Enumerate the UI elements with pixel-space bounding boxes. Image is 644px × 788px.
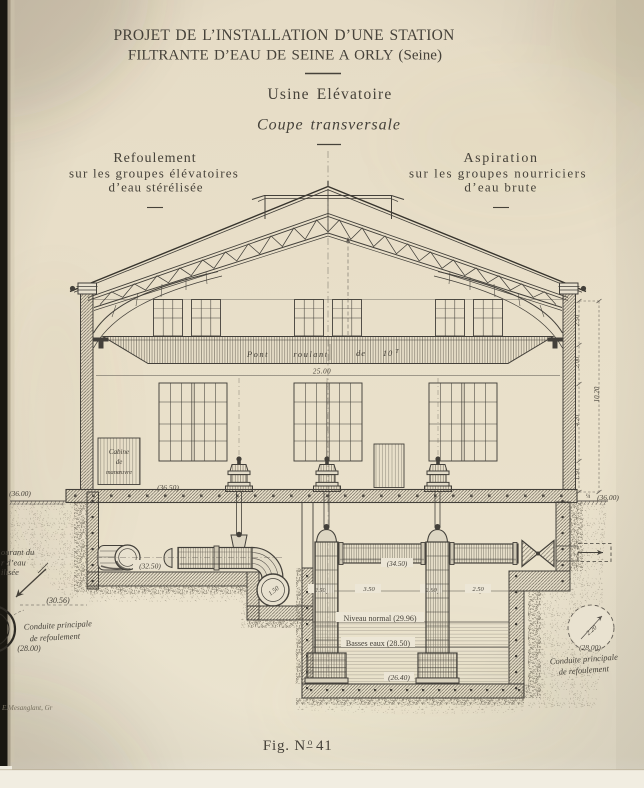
svg-text:1.50: 1.50 [574, 468, 581, 480]
svg-text:¼: ¼ [586, 494, 591, 500]
svg-text:(26.40): (26.40) [388, 673, 410, 682]
svg-text:de: de [116, 458, 123, 466]
svg-text:Refoulement: Refoulement [113, 151, 196, 166]
svg-text:r d’eau: r d’eau [1, 558, 26, 568]
svg-text:PROJET DE L’INSTALLATION D’UNE: PROJET DE L’INSTALLATION D’UNE STATION [113, 27, 454, 44]
svg-text:3.50: 3.50 [362, 586, 375, 593]
svg-text:E.Mesanglant, Gr: E.Mesanglant, Gr [1, 704, 53, 712]
svg-text:Fig. N: Fig. N [263, 738, 306, 754]
svg-text:de: de [356, 348, 366, 358]
svg-text:manœuvre: manœuvre [106, 469, 132, 476]
svg-text:(32.50): (32.50) [139, 562, 161, 571]
svg-text:sur les groupes élévatoires: sur les groupes élévatoires [69, 166, 239, 181]
svg-text:(36.00): (36.00) [9, 489, 31, 498]
svg-text:2.50: 2.50 [574, 314, 581, 326]
svg-text:T: T [395, 349, 399, 355]
svg-text:d’eau brute: d’eau brute [464, 180, 537, 195]
svg-text:10: 10 [383, 348, 394, 358]
svg-text:Coupe transversale: Coupe transversale [257, 117, 401, 134]
svg-text:ilisée: ilisée [1, 567, 19, 577]
svg-text:(30.56): (30.56) [46, 596, 70, 605]
svg-text:ourant du: ourant du [1, 547, 34, 557]
svg-text:(28.00): (28.00) [579, 643, 601, 652]
svg-text:Cabine: Cabine [109, 448, 129, 456]
svg-text:FILTRANTE D’EAU DE SEINE A ORL: FILTRANTE D’EAU DE SEINE A ORLY (Seine) [128, 48, 442, 64]
svg-text:Conduite principale: Conduite principale [549, 652, 618, 667]
svg-text:sur les groupes nourriciers: sur les groupes nourriciers [409, 166, 587, 181]
svg-text:2.50: 2.50 [472, 586, 484, 593]
svg-text:41: 41 [316, 738, 333, 754]
svg-text:Pont: Pont [246, 349, 269, 359]
svg-text:d’eau stérélisée: d’eau stérélisée [109, 180, 204, 195]
svg-text:Usine Elévatoire: Usine Elévatoire [268, 86, 393, 103]
svg-text:Aspiration: Aspiration [463, 151, 538, 166]
svg-text:(34.50): (34.50) [387, 560, 408, 568]
svg-text:Conduite principale: Conduite principale [24, 618, 93, 632]
svg-text:roulant: roulant [293, 349, 328, 359]
svg-text:2.00: 2.00 [574, 356, 581, 368]
svg-text:Basses eaux (28.50): Basses eaux (28.50) [346, 639, 411, 648]
svg-text:o: o [308, 737, 313, 747]
svg-text:(28.00): (28.00) [17, 644, 41, 653]
svg-text:(36.00): (36.00) [597, 493, 619, 502]
svg-text:10.20: 10.20 [593, 386, 601, 402]
svg-text:Niveau normal (29.96): Niveau normal (29.96) [343, 614, 416, 623]
svg-text:25.00: 25.00 [313, 368, 331, 376]
svg-text:de refoulement: de refoulement [558, 663, 610, 677]
svg-text:de refoulement: de refoulement [29, 631, 81, 644]
svg-text:4.20: 4.20 [574, 414, 581, 426]
svg-text:(36.50): (36.50) [157, 483, 179, 492]
